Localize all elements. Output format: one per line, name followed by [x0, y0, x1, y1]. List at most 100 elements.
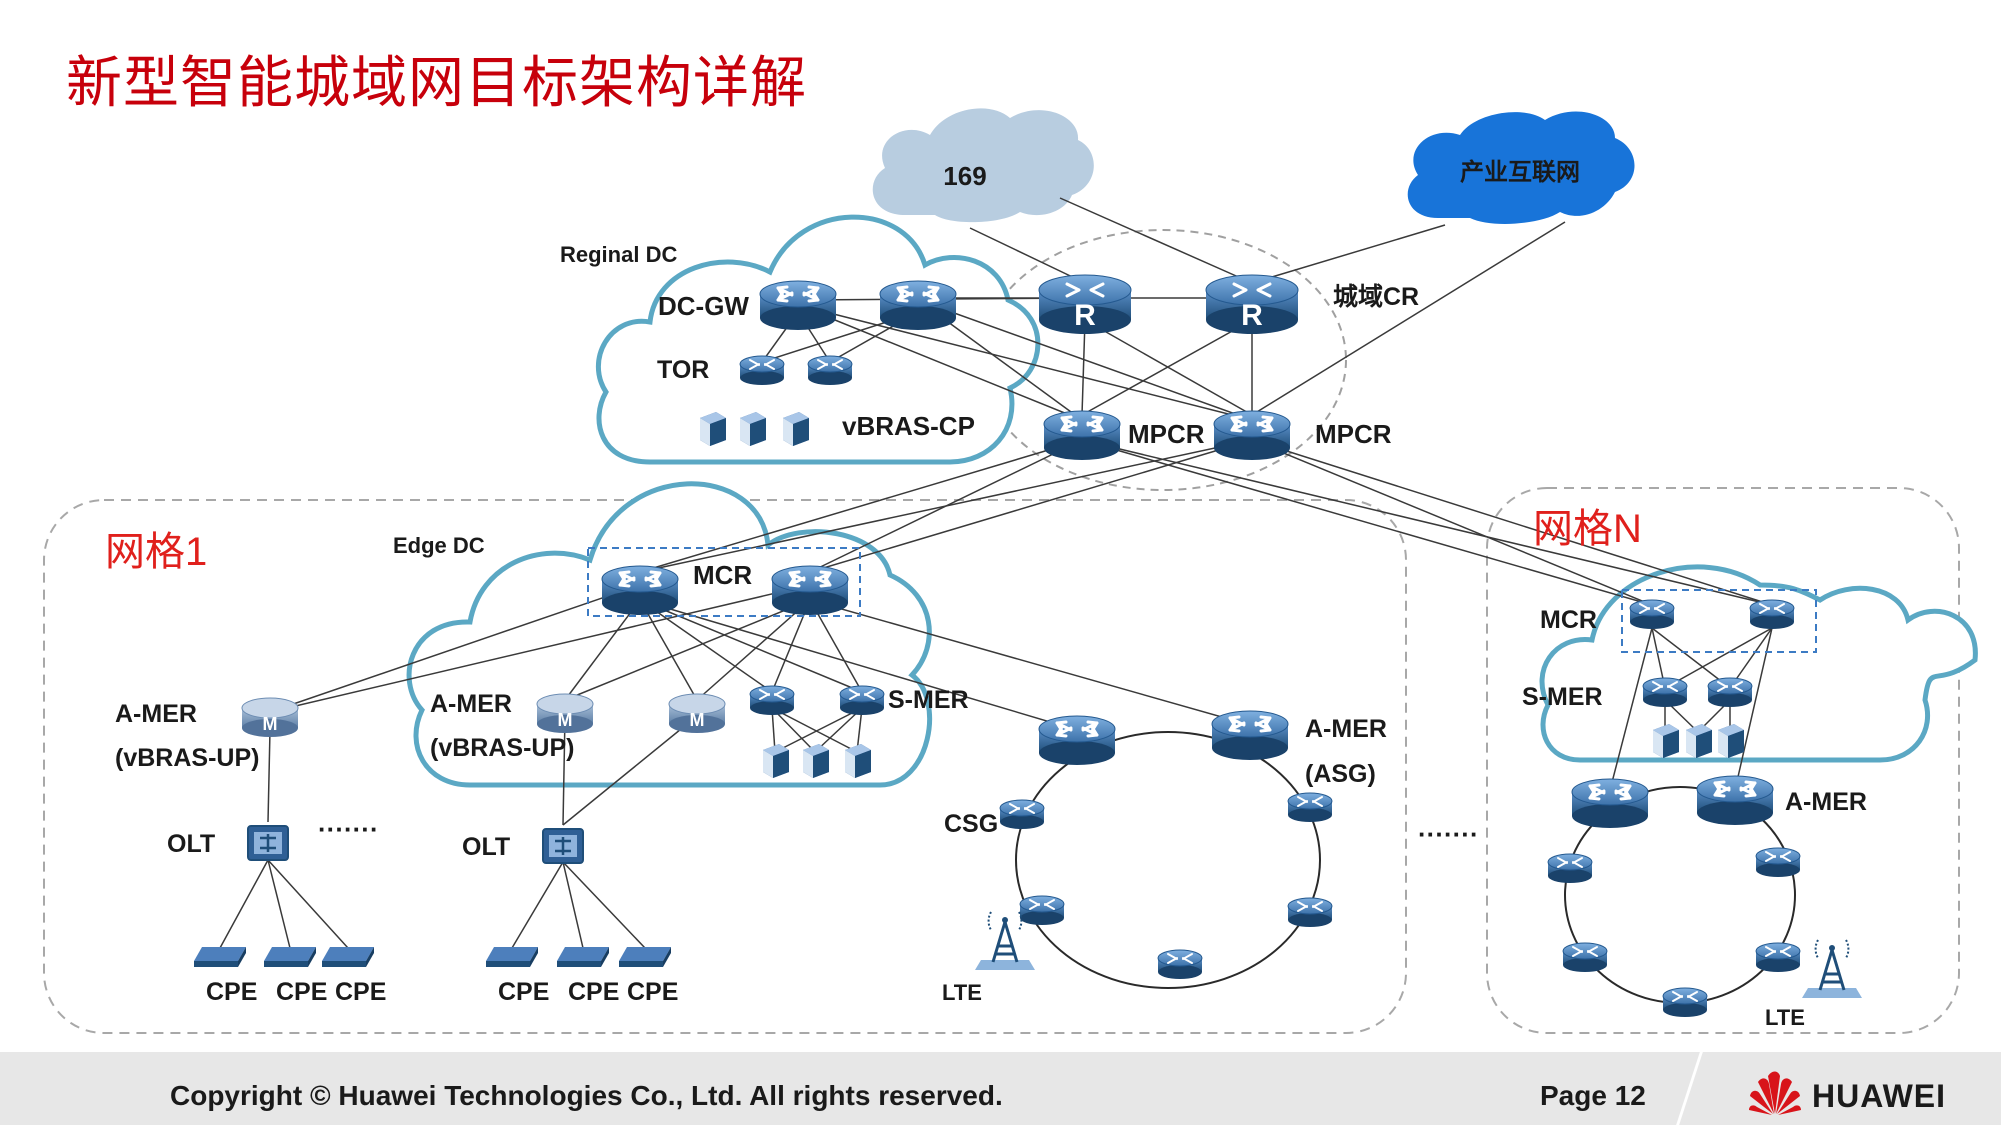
server-icon [1686, 724, 1712, 758]
csg-label: CSG [944, 810, 998, 838]
mpcr-left-label: MPCR [1128, 419, 1205, 449]
mcr-router-2 [770, 564, 850, 617]
footer-bar [0, 1052, 2001, 1125]
vbras-up-mid-label: (vBRAS-UP) [430, 734, 574, 762]
ring-asg-router-1 [1037, 714, 1117, 767]
csg-router [999, 799, 1045, 830]
cpe-label: CPE [568, 978, 619, 1006]
olt-mid [541, 827, 585, 865]
server-icon [1653, 724, 1679, 758]
a-mer-vbras-up-left [241, 697, 299, 738]
mcr-n-router-2 [1749, 599, 1795, 630]
a-mer-mid-label: A-MER [430, 690, 512, 718]
cpe-label: CPE [206, 978, 257, 1006]
cpe-label: CPE [627, 978, 678, 1006]
slide-title: 新型智能城域网目标架构详解 [66, 51, 807, 116]
cpe-icon [619, 947, 671, 967]
mcr-group-gridN [1621, 589, 1817, 653]
server-icon [700, 412, 726, 446]
ring-node [1755, 942, 1801, 973]
gridN-label: 网格N [1533, 507, 1642, 551]
server-icon [845, 744, 871, 778]
olt-left [246, 824, 290, 862]
a-mer-left-label: A-MER [115, 700, 197, 728]
mcr-n-label: MCR [1540, 606, 1597, 634]
city-cr-router-1 [1037, 273, 1133, 336]
architecture-diagram: R M [43, 108, 1978, 1034]
city-cr-label: 城域CR [1333, 283, 1419, 311]
server-icon [803, 744, 829, 778]
internet-cloud-label: 169 [943, 161, 986, 191]
grid1-label: 网格1 [105, 530, 207, 574]
lte-left-label: LTE [942, 980, 982, 1005]
ring-node [1755, 847, 1801, 878]
olt-dots: ······· [318, 814, 379, 844]
mpcr-right-label: MPCR [1315, 419, 1392, 449]
dc-gw-router-2 [878, 279, 958, 332]
industry-cloud-label: 产业互联网 [1460, 158, 1580, 186]
city-cr-router-2 [1204, 273, 1300, 336]
ring-node [1662, 987, 1708, 1018]
lte-right-label: LTE [1765, 1005, 1805, 1030]
a-mer-n-label: A-MER [1785, 788, 1867, 816]
a-mer-asg-router [1210, 709, 1290, 762]
dc-gw-router-1 [758, 279, 838, 332]
mpcr-router-1 [1042, 409, 1122, 462]
a-mer-asg-label: A-MER [1305, 715, 1387, 743]
huawei-logo-icon [1749, 1071, 1801, 1115]
s-mer-router-1 [749, 685, 795, 716]
s-mer-router-2 [839, 685, 885, 716]
middle-dots: ······· [1418, 819, 1479, 849]
copyright-text: Copyright © Huawei Technologies Co., Ltd… [170, 1080, 1003, 1111]
a-mer-n-router-2 [1695, 774, 1775, 827]
cpe-icon [264, 947, 316, 967]
brand-name: HUAWEI [1812, 1078, 1946, 1114]
industry-cloud [1407, 111, 1635, 224]
tor-switch-1 [739, 355, 785, 386]
ring-node [1019, 895, 1065, 926]
server-icon [740, 412, 766, 446]
access-ring-grid1 [1015, 731, 1321, 989]
cpe-label: CPE [335, 978, 386, 1006]
server-icon [1718, 724, 1744, 758]
tor-label: TOR [657, 356, 709, 384]
cpe-icon [194, 947, 246, 967]
ring-node [1562, 942, 1608, 973]
s-mer-label: S-MER [888, 686, 969, 714]
cpe-icon [486, 947, 538, 967]
a-mer-vbras-up-mid [536, 693, 594, 734]
ring-node [1287, 897, 1333, 928]
olt-mid-label: OLT [462, 833, 510, 861]
dc-gw-label: DC-GW [658, 291, 749, 321]
mcr-router-1 [600, 564, 680, 617]
asg-label: (ASG) [1305, 760, 1376, 788]
internet-cloud [872, 108, 1094, 223]
olt-left-label: OLT [167, 830, 215, 858]
cpe-label: CPE [276, 978, 327, 1006]
server-icon [783, 412, 809, 446]
regional-dc-cloud [595, 214, 1041, 465]
gridN-boundary [1486, 487, 1960, 1034]
mcr-group-edge [587, 547, 861, 617]
gridN-cloud [1539, 564, 1978, 763]
cpe-icon [557, 947, 609, 967]
page-number: Page 12 [1540, 1080, 1646, 1111]
vbras-up-left-label: (vBRAS-UP) [115, 744, 259, 772]
mcr-label: MCR [693, 560, 752, 590]
edge-dc-label: Edge DC [393, 533, 485, 558]
ring-node [1157, 949, 1203, 980]
s-mer-n-router-2 [1707, 677, 1753, 708]
ring-node [1547, 853, 1593, 884]
tor-switch-2 [807, 355, 853, 386]
s-mer-n-router-1 [1642, 677, 1688, 708]
mer-router-icon [668, 693, 726, 734]
a-mer-n-router-1 [1570, 777, 1650, 830]
s-mer-n-label: S-MER [1522, 683, 1603, 711]
regional-dc-label: Reginal DC [560, 242, 677, 267]
mcr-n-router-1 [1629, 599, 1675, 630]
mpcr-router-2 [1212, 409, 1292, 462]
cpe-label: CPE [498, 978, 549, 1006]
vbras-cp-label: vBRAS-CP [842, 411, 975, 441]
ring-node [1287, 792, 1333, 823]
